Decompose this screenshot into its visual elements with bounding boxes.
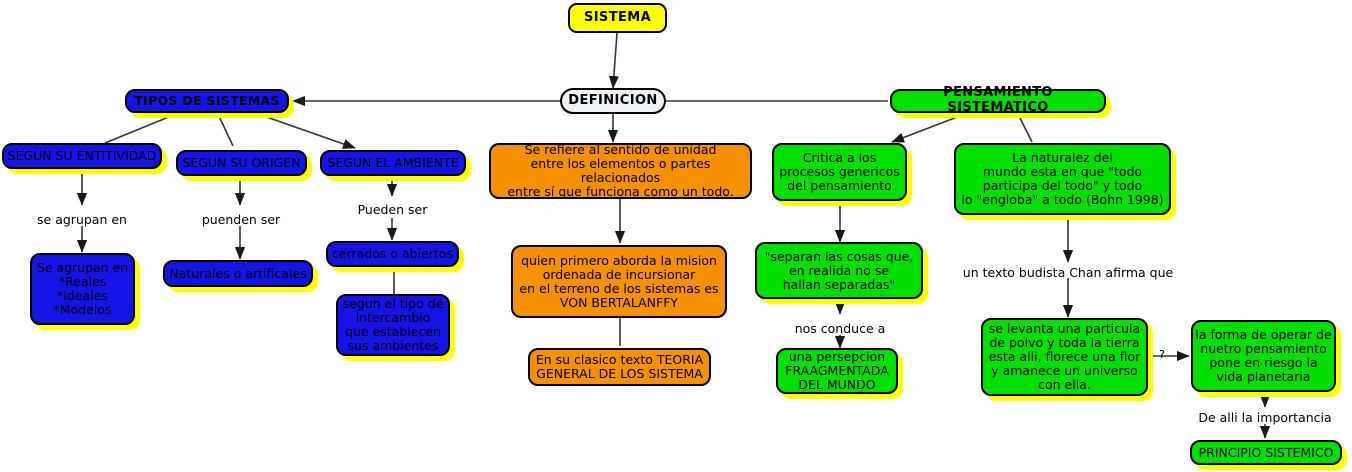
node-definicion[interactable]: DEFINICION [560, 88, 666, 114]
node-particula-de-polvo-label: se levanta una particula de polvo y toda… [988, 321, 1141, 392]
node-persepcion-fragmentada[interactable]: una persepcion FRAAGMENTADA DEL MUNDO [776, 348, 898, 394]
edge-tipos-origen [217, 113, 234, 147]
node-principio-sistemico[interactable]: PRINCIPIO SISTEMICO [1190, 440, 1342, 465]
node-segun-su-entitividad[interactable]: SEGUN SU ENTITIVIDAD [2, 143, 162, 169]
node-naturales-o-artificales-label: Naturales o artificales [169, 265, 307, 281]
node-forma-de-operar[interactable]: la forma de operar de nuetro pensamiento… [1191, 320, 1336, 392]
node-segun-el-ambiente-label: SEGUN EL AMBIENTE [327, 155, 459, 170]
link-label-un-texto-budista: un texto budista Chan afirma que [962, 265, 1174, 280]
link-label-de-alli-la-importancia: De alli la importancia [1198, 410, 1332, 425]
node-segun-el-tipo-de-intercambio-label: segun el tipo de intercambio que estable… [342, 296, 444, 353]
node-segun-su-origen[interactable]: SEGUN SU ORIGEN [176, 150, 307, 176]
node-particula-de-polvo[interactable]: se levanta una particula de polvo y toda… [981, 318, 1148, 396]
node-persepcion-fragmentada-label: una persepcion FRAAGMENTADA DEL MUNDO [785, 349, 889, 392]
node-segun-el-tipo-de-intercambio[interactable]: segun el tipo de intercambio que estable… [336, 294, 450, 356]
node-teoria-general[interactable]: En su clasico texto TEORIA GENERAL DE LO… [528, 348, 711, 386]
node-segun-su-entitividad-label: SEGUN SU ENTITIVIDAD [7, 148, 157, 163]
node-separan-las-cosas-label: "separan las cosas que, en realida no se… [764, 248, 914, 292]
edge-pensamiento-critica [891, 113, 966, 143]
node-cerrados-o-abiertos-label: cerrados o abiertos [332, 246, 453, 261]
edge-tipos-ambiente [257, 113, 356, 149]
edge-pensamiento-naturaleza [1017, 113, 1033, 143]
node-sentido-de-unidad-label: Se refiere al sentido de unidad entre lo… [507, 142, 734, 199]
node-segun-su-origen-label: SEGUN SU ORIGEN [182, 155, 301, 170]
node-sentido-de-unidad[interactable]: Se refiere al sentido de unidad entre lo… [489, 143, 752, 199]
edge-sistema-definicion [608, 32, 619, 89]
node-pensamiento-sistematico[interactable]: PENSAMIENTO SISTEMATICO [890, 85, 1106, 115]
node-naturales-o-artificales[interactable]: Naturales o artificales [163, 260, 313, 287]
node-tipos-de-sistemas[interactable]: TIPOS DE SISTEMAS [125, 89, 289, 113]
node-separan-las-cosas[interactable]: "separan las cosas que, en realida no se… [755, 242, 923, 299]
node-se-agrupan-en-lista-label: Se agrupan en *Reales *ideales *Modelos [36, 260, 129, 317]
node-critica-procesos-label: Critica a los procesos genericos del pen… [779, 150, 900, 193]
node-forma-de-operar-label: la forma de operar de nuetro pensamiento… [1195, 327, 1332, 384]
node-se-agrupan-en-lista[interactable]: Se agrupan en *Reales *ideales *Modelos [30, 253, 135, 325]
link-label-question-mark: ? [1159, 348, 1165, 361]
link-label-pueden-ser: Pueden ser [357, 202, 428, 217]
node-pensamiento-sistematico-label: PENSAMIENTO SISTEMATICO [943, 85, 1053, 115]
node-von-bertalanffy[interactable]: quien primero aborda la mision ordenada … [511, 245, 727, 318]
link-label-puenden-ser: puenden ser [201, 212, 281, 227]
node-teoria-general-label: En su clasico texto TEORIA GENERAL DE LO… [535, 352, 704, 381]
node-definicion-label: DEFINICION [568, 92, 658, 108]
node-tipos-de-sistemas-label: TIPOS DE SISTEMAS [134, 93, 280, 108]
node-segun-el-ambiente[interactable]: SEGUN EL AMBIENTE [320, 150, 466, 176]
link-label-se-agrupan-en: se agrupan en [37, 212, 127, 227]
node-von-bertalanffy-label: quien primero aborda la mision ordenada … [519, 252, 719, 310]
node-sistema-label: SISTEMA [583, 9, 652, 25]
node-critica-procesos[interactable]: Critica a los procesos genericos del pen… [772, 143, 907, 201]
node-naturaleza-del-mundo-label: La naturalez del mundo esta en que "todo… [961, 150, 1164, 207]
node-principio-sistemico-label: PRINCIPIO SISTEMICO [1198, 444, 1334, 460]
node-sistema[interactable]: SISTEMA [568, 3, 667, 33]
edge-tipos-entitividad [104, 113, 177, 144]
link-label-nos-conduce-a: nos conduce a [794, 321, 886, 336]
node-naturaleza-del-mundo[interactable]: La naturalez del mundo esta en que "todo… [954, 143, 1171, 215]
node-cerrados-o-abiertos[interactable]: cerrados o abiertos [326, 241, 459, 267]
